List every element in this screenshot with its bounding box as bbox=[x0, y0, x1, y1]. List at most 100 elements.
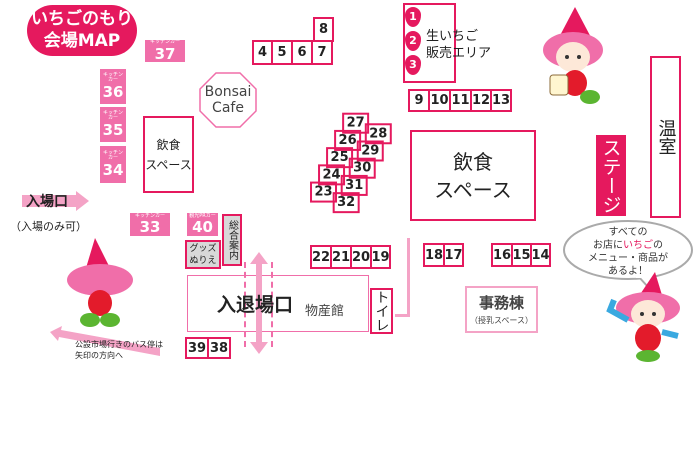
stall-12[interactable]: 12 bbox=[470, 89, 492, 112]
map-title: いちごのもり 会場MAP bbox=[27, 5, 137, 56]
kc-label: キッチン カー bbox=[102, 71, 123, 84]
dining-space-left[interactable]: 飲食スペース bbox=[143, 116, 194, 193]
stall-19[interactable]: 19 bbox=[370, 245, 391, 269]
stall-4[interactable]: 4 bbox=[252, 40, 273, 65]
kc-label: キッチン カー bbox=[102, 149, 123, 162]
sa-line2: 販売エリア bbox=[426, 46, 492, 61]
office-building[interactable]: 事務棟 （授乳スペース） bbox=[465, 286, 538, 333]
gate-arrow-icon bbox=[250, 252, 268, 354]
stage[interactable]: ステージ bbox=[596, 135, 626, 216]
bubble-line4: あるよ！ bbox=[608, 266, 648, 277]
kc-num: 34 bbox=[102, 160, 124, 179]
strawberry-marker-icon: 1 bbox=[405, 7, 421, 27]
bubble-text: すべての お店にいちごの メニュー・商品が あるよ！ bbox=[566, 226, 690, 278]
strawberry-area-label: 生いちご販売エリア bbox=[426, 28, 491, 62]
stall-22[interactable]: 22 bbox=[310, 245, 332, 269]
strawberry-marker-icon: 3 bbox=[405, 55, 421, 75]
bubble-line1: すべての bbox=[608, 227, 648, 238]
stall-38[interactable]: 38 bbox=[207, 337, 231, 359]
strawberry-markers: 1 2 3 bbox=[405, 7, 421, 75]
office-sub: （授乳スペース） bbox=[469, 316, 534, 325]
stall-18[interactable]: 18 bbox=[423, 243, 445, 267]
kc-label: キッチン カー bbox=[102, 109, 123, 122]
stall-10[interactable]: 10 bbox=[428, 89, 451, 112]
strawberry-marker-icon: 2 bbox=[405, 31, 421, 51]
bus-note-line2: 矢印の方向へ bbox=[75, 351, 123, 360]
stall-14[interactable]: 14 bbox=[530, 243, 551, 267]
local-products-hall-label: 物産館 bbox=[305, 304, 345, 319]
stall-32[interactable]: 32 bbox=[332, 192, 360, 214]
path-line bbox=[407, 238, 410, 317]
bubble-line3: メニュー・商品が bbox=[588, 253, 668, 264]
kc-num: 35 bbox=[102, 120, 124, 139]
dining-left-line1: 飲食 bbox=[156, 137, 181, 152]
stalls-22-19: 22 21 20 19 bbox=[310, 245, 391, 269]
cafe-line1: Bonsai bbox=[204, 84, 252, 100]
dining-center-line2: スペース bbox=[434, 177, 512, 202]
mascot-top-right-icon bbox=[543, 7, 603, 104]
stalls-23-32: 27 26 25 24 23 28 29 30 31 32 bbox=[304, 110, 394, 224]
speech-bubble bbox=[563, 220, 693, 301]
stall-17[interactable]: 17 bbox=[443, 243, 464, 267]
bonsai-cafe[interactable] bbox=[199, 72, 257, 128]
cafe-line2: Cafe bbox=[212, 100, 244, 116]
stall-13[interactable]: 13 bbox=[490, 89, 512, 112]
stalls-4-7: 4 5 6 7 bbox=[252, 40, 333, 65]
mascot-left-icon bbox=[67, 238, 133, 327]
stall-5[interactable]: 5 bbox=[271, 40, 293, 65]
stall-8[interactable]: 8 bbox=[313, 17, 334, 42]
exit-gate-label: 入退場口 bbox=[217, 294, 294, 316]
kc-label: キッチンカー bbox=[134, 212, 165, 219]
stall-21[interactable]: 21 bbox=[330, 245, 352, 269]
stall-20[interactable]: 20 bbox=[350, 245, 372, 269]
goods-line1: グッズ bbox=[189, 244, 217, 254]
gate-dashed-line bbox=[244, 262, 273, 347]
bus-stop-note: 公設市場行きのバス停は 矢印の方向へ bbox=[75, 339, 163, 361]
stall-39[interactable]: 39 bbox=[185, 337, 209, 359]
bus-stop-arrow-icon bbox=[50, 326, 160, 356]
stall-15[interactable]: 15 bbox=[511, 243, 532, 267]
stalls-39-38: 39 38 bbox=[185, 337, 231, 359]
entrance-note: （入場のみ可） bbox=[10, 220, 87, 233]
toilet[interactable]: トイレ bbox=[370, 288, 393, 334]
path-line bbox=[395, 314, 410, 317]
dining-left-line2: スペース bbox=[145, 157, 192, 172]
stalls-16-14: 16 15 14 bbox=[491, 243, 551, 267]
stall-7[interactable]: 7 bbox=[311, 40, 333, 65]
goods-coloring[interactable]: グッズぬりえ bbox=[185, 240, 221, 269]
dining-center-line1: 飲食 bbox=[453, 149, 493, 174]
greenhouse[interactable]: 温室 bbox=[650, 56, 681, 218]
entrance-label: 入場口 bbox=[26, 194, 68, 210]
kc-num: 36 bbox=[102, 82, 124, 101]
exit-gate-building[interactable] bbox=[187, 275, 369, 332]
kc-num: 33 bbox=[139, 218, 161, 236]
stall-6[interactable]: 6 bbox=[291, 40, 313, 65]
bubble-line2c: の bbox=[653, 240, 663, 251]
kc-num: 40 bbox=[192, 218, 213, 236]
stalls-9-13: 9 10 11 12 13 bbox=[408, 89, 512, 112]
bus-note-line1: 公設市場行きのバス停は bbox=[75, 340, 163, 349]
kc-num: 37 bbox=[154, 44, 176, 63]
kc-label: 観光PRカー bbox=[189, 212, 216, 219]
bubble-highlight: いちご bbox=[623, 240, 653, 251]
stall-11[interactable]: 11 bbox=[449, 89, 472, 112]
title-line2: 会場MAP bbox=[43, 31, 121, 51]
office-label: 事務棟 bbox=[478, 294, 524, 312]
dining-space-center[interactable]: 飲食スペース bbox=[410, 130, 536, 221]
entrance-arrow-icon bbox=[22, 191, 89, 211]
stall-16[interactable]: 16 bbox=[491, 243, 513, 267]
stalls-18-17: 18 17 bbox=[423, 243, 464, 267]
sa-line1: 生いちご bbox=[426, 29, 479, 44]
stall-9[interactable]: 9 bbox=[408, 89, 430, 112]
goods-line2: ぬりえ bbox=[189, 256, 217, 266]
mascot-bottom-right-icon bbox=[606, 272, 680, 362]
information-desk[interactable]: 総合案内 bbox=[222, 214, 242, 266]
title-line1: いちごのもり bbox=[31, 9, 133, 29]
